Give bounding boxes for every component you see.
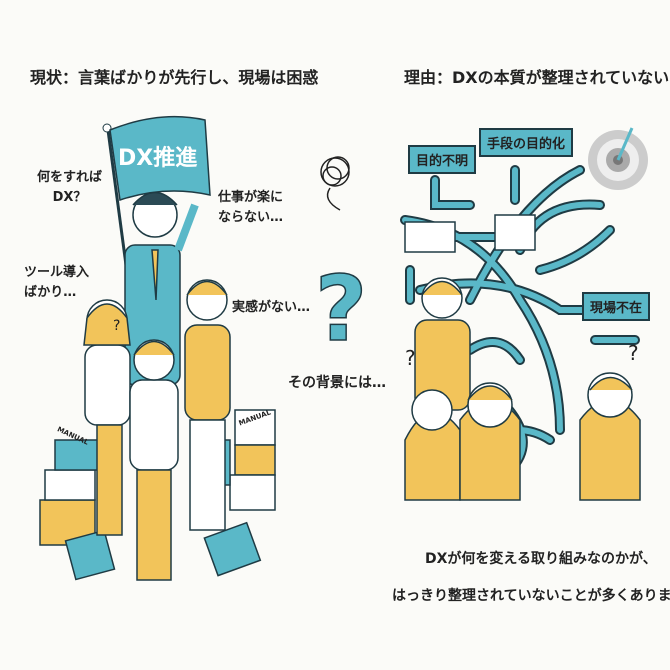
right-title: 理由：DXの本質が整理されていない: [404, 68, 670, 87]
speech-line: 実感がない…: [232, 300, 311, 315]
confused-team: ? ? ?: [113, 277, 641, 501]
background-text: その背景には…: [288, 375, 386, 391]
speech-line: 何をすれば: [37, 170, 103, 185]
target-icon: [588, 127, 648, 190]
svg-text:?: ?: [113, 318, 120, 334]
blank-box: [404, 221, 456, 253]
left-title: 現状：言葉ばかりが先行し、現場は困惑: [30, 68, 319, 87]
speech-not-easier: 仕事が楽に ならない…: [218, 188, 283, 228]
speech-no-feeling: 実感がない…: [232, 298, 310, 318]
speech-line: ツール導入: [24, 265, 90, 280]
label-no-frontline: 現場不在: [582, 292, 651, 321]
svg-text:?: ?: [405, 346, 416, 370]
speech-line: ならない…: [218, 210, 284, 225]
svg-text:?: ?: [628, 341, 639, 365]
question-mark-icon: ?: [315, 257, 367, 362]
manual-stacks: [39, 409, 276, 581]
speech-what-to-do: 何をすれば DX？: [37, 168, 102, 208]
speech-line: DX？: [52, 190, 87, 205]
caption-line-1: DXが何を変える取り組みなのかが、: [425, 551, 657, 567]
tangled-scribble-icon: [320, 156, 350, 211]
speech-tools-only: ツール導入 ばかり…: [24, 263, 89, 303]
caption-line-2: はっきり整理されていないことが多くあります。: [392, 588, 670, 604]
label-means-become-ends: 手段の目的化: [479, 128, 574, 157]
label-unclear-purpose: 目的不明: [408, 145, 477, 174]
flag-text: DX推進: [118, 146, 198, 171]
blank-box: [494, 214, 536, 251]
worried-people: [83, 279, 231, 581]
speech-line: 仕事が楽に: [218, 190, 284, 205]
speech-line: ばかり…: [24, 285, 77, 300]
